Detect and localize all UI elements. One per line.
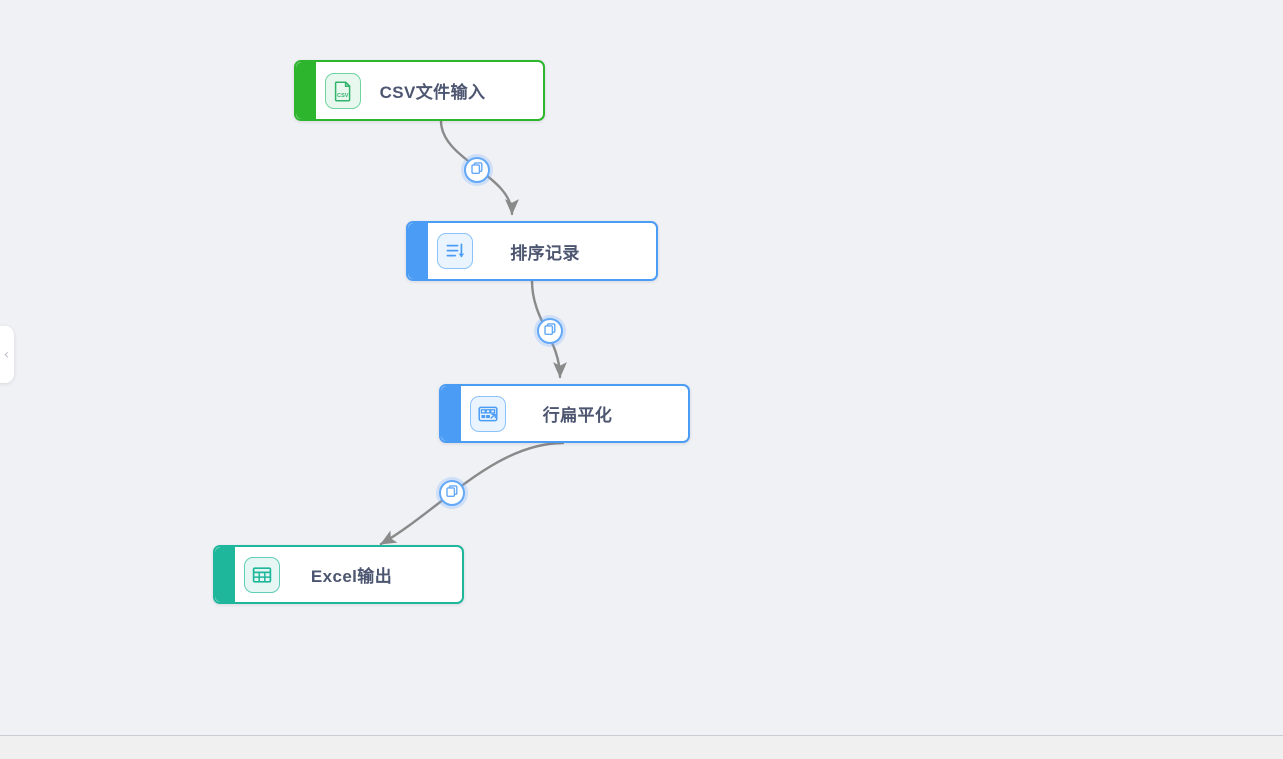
svg-text:CSV: CSV [337,93,349,99]
node-label: 排序记录 [510,243,580,263]
node-accent-bar [441,386,461,441]
edges-layer [379,119,567,546]
node-label: 行扁平化 [542,406,613,425]
node-sort-records[interactable]: 排序记录 [406,221,658,281]
edge-badge-duplicate-icon[interactable] [439,480,465,506]
node-accent-bar [215,547,235,602]
node-excel-output[interactable]: Excel输出 [213,545,464,604]
collapse-panel-handle[interactable]: ‹ [0,326,14,383]
node-label: CSV文件输入 [379,83,486,102]
csv-file-icon: CSV [325,72,361,109]
row-flatten-icon [470,395,506,432]
duplicate-icon [543,322,557,341]
sort-descending-icon [437,233,473,269]
node-accent-bar [296,62,316,119]
node-label: Excel输出 [310,567,393,586]
duplicate-icon [470,161,484,180]
node-body[interactable]: 排序记录 [428,223,656,279]
node-csv-input[interactable]: CSV CSV文件输入 [294,60,545,121]
node-body[interactable]: Excel输出 [235,547,462,602]
edge-row-flatten-to-excel-output [379,441,565,546]
node-row-flatten[interactable]: 行扁平化 [439,384,690,443]
workflow-canvas[interactable]: ‹ CSV CSV文件输入排序记录行扁平化 Excel输出 [0,0,1283,736]
node-body[interactable]: 行扁平化 [461,386,688,441]
edge-badge-duplicate-icon[interactable] [464,157,490,183]
edge-badge-duplicate-icon[interactable] [537,318,563,344]
duplicate-icon [445,484,459,503]
node-accent-bar [408,223,428,279]
footer-strip [0,736,1283,759]
chevron-left-icon: ‹ [3,347,9,362]
excel-grid-icon [244,556,280,593]
node-body[interactable]: CSV CSV文件输入 [316,62,543,119]
